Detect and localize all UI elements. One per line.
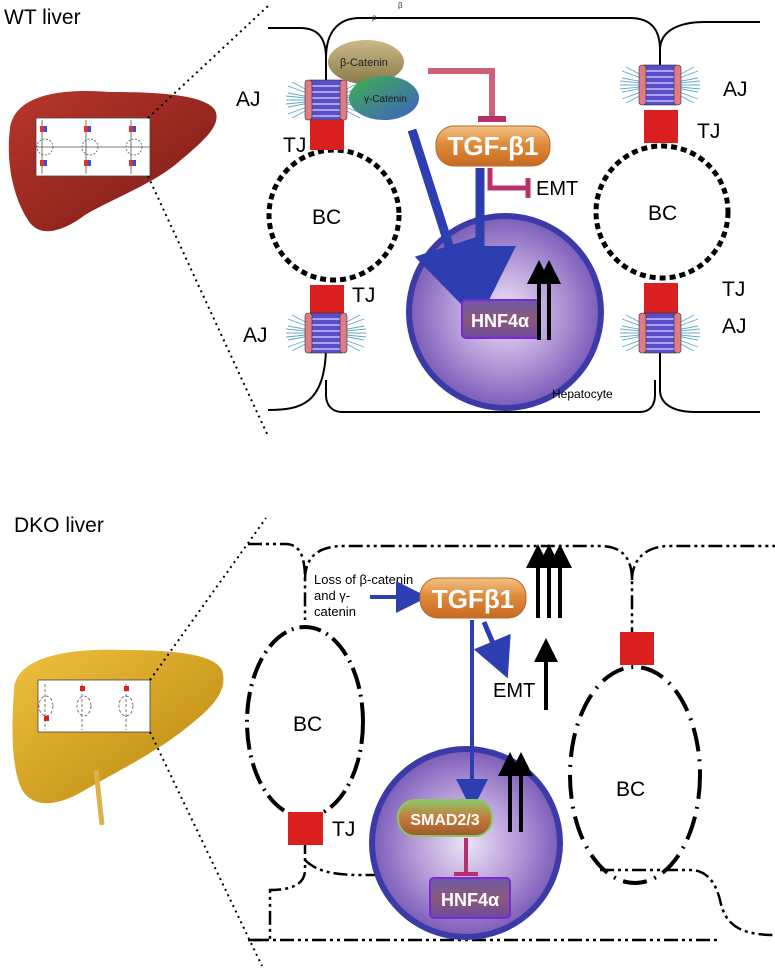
dko-loss-label-line3: catenin xyxy=(314,604,356,619)
dko-tissue-inset xyxy=(37,679,151,733)
wt-tj-label-top-right: TJ xyxy=(697,120,720,143)
wt-beta-catenin-label: β-Catenin xyxy=(340,57,388,69)
wt-emt-label: EMT xyxy=(536,178,578,200)
wt-tj-label-top-left: TJ xyxy=(283,134,306,157)
dko-panel-title: DKO liver xyxy=(14,514,104,537)
dko-tgf-beta1 xyxy=(419,577,527,619)
wt-panel-title: WT liver xyxy=(4,6,81,29)
wt-stray-beta-small: ρ xyxy=(372,13,377,22)
wt-bile-canaliculus-right xyxy=(593,143,731,281)
wt-tight-junction-bottom-left xyxy=(310,285,344,315)
wt-tight-junction-top-left xyxy=(310,120,344,150)
wt-hnf4a-label: HNF4α xyxy=(471,311,529,331)
wt-aj-label-top-right: AJ xyxy=(723,78,748,101)
dko-smad23 xyxy=(397,799,493,837)
wt-adherens-junction-bottom-left xyxy=(286,313,366,353)
wt-bc-right-label: BC xyxy=(648,202,677,225)
dko-smad-upregulation-arrows xyxy=(498,752,533,832)
dko-liver-illustration xyxy=(12,649,224,826)
wt-gamma-catenin-label: γ-Catenin xyxy=(364,94,407,105)
wt-liver-illustration xyxy=(8,90,217,232)
wt-adherens-junction-top-right xyxy=(620,65,700,105)
wt-tgf-beta1 xyxy=(435,125,551,167)
wt-tight-junction-bottom-right xyxy=(644,283,678,313)
wt-hepatocyte-label: Hepatocyte xyxy=(552,387,613,401)
dko-bile-canaliculus-right xyxy=(568,665,702,885)
dko-tight-junction-right xyxy=(620,632,654,665)
wt-tight-junction-top-right xyxy=(644,110,678,143)
dko-tgf-to-emt-arrow xyxy=(473,621,511,679)
dko-zoom-lines xyxy=(149,517,267,967)
wt-hnf4a-upregulation-arrows xyxy=(527,260,561,340)
dko-smad23-label: SMAD2/3 xyxy=(410,812,479,829)
dko-cell-membranes xyxy=(248,542,775,942)
dko-tj-label: TJ xyxy=(332,818,355,841)
wt-zoom-lines xyxy=(147,5,269,437)
dko-hnf4a-label: HNF4α xyxy=(441,890,499,910)
wt-aj-label-top-left: AJ xyxy=(236,88,261,111)
wt-adherens-junction-bottom-right xyxy=(620,313,700,353)
wt-tgf-beta1-label: TGF-β1 xyxy=(448,131,539,161)
dko-hnf4a xyxy=(429,877,511,919)
wt-beta-catenin xyxy=(328,40,404,84)
wt-aj-label-bottom-left: AJ xyxy=(243,324,268,347)
wt-gamma-catenin xyxy=(349,76,419,120)
wt-tgf-inhibits-emt xyxy=(487,168,528,191)
dko-loss-label-line1: Loss of β-catenin xyxy=(314,572,413,587)
wt-bc-left-label: BC xyxy=(312,206,341,229)
wt-aj-label-bottom-right: AJ xyxy=(722,315,747,338)
dko-tgf-beta1-label: TGFβ1 xyxy=(432,584,514,614)
dko-emt-label: EMT xyxy=(493,680,535,702)
wt-catenin-inhibits-tgf xyxy=(428,68,495,118)
dko-bc-left-label: BC xyxy=(293,713,322,736)
wt-tj-label-bottom-left: TJ xyxy=(352,284,375,307)
wt-tj-label-bottom-right: TJ xyxy=(722,278,745,301)
wt-stray-beta: β xyxy=(398,1,403,10)
dko-bc-right-label: BC xyxy=(616,778,645,801)
dko-loss-label-line2: and γ- xyxy=(314,588,350,603)
dko-tgf-upregulation-arrows xyxy=(526,544,572,618)
wt-cell-membranes xyxy=(267,17,760,413)
dko-tight-junction-left xyxy=(288,812,323,845)
